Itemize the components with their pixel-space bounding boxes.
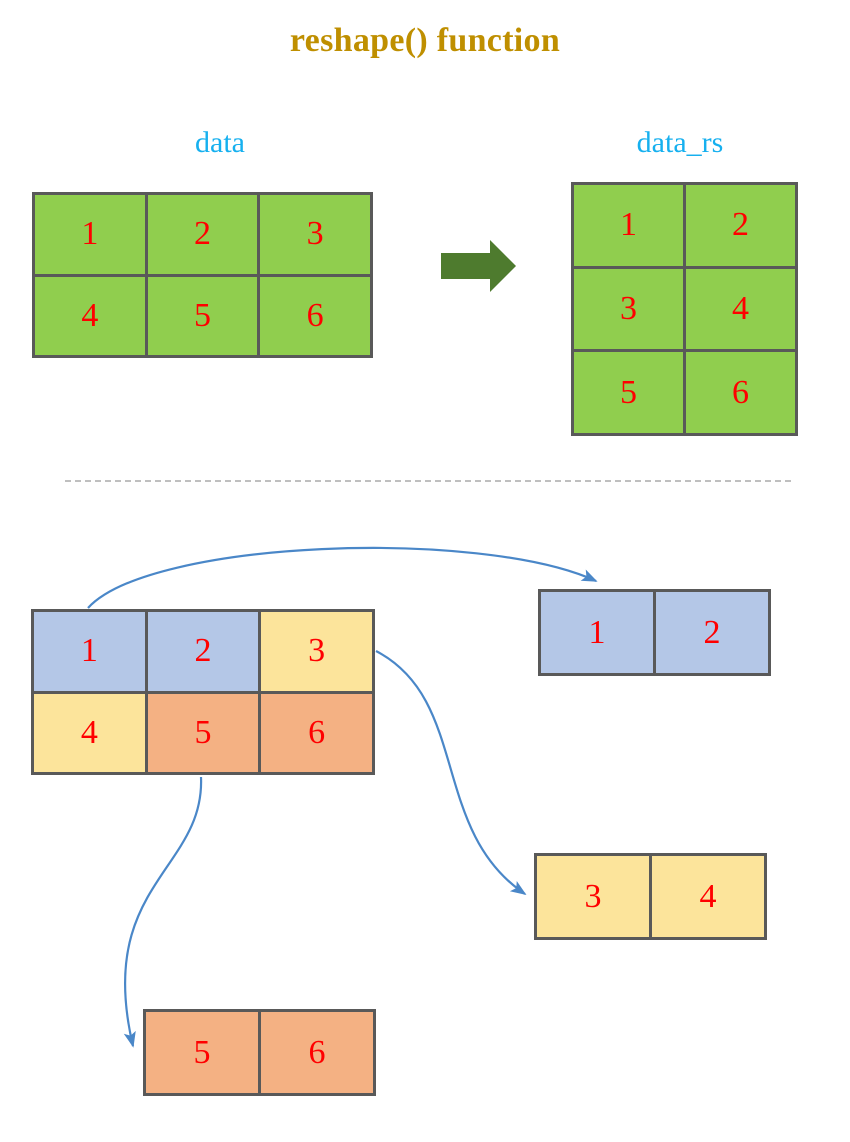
grid-cell: 1 bbox=[574, 185, 686, 269]
grid-cell: 3 bbox=[574, 268, 686, 353]
curved-arrow-to-blue-row bbox=[87, 546, 598, 609]
grid-cell: 5 bbox=[574, 352, 686, 436]
grid-cell: 5 bbox=[147, 693, 262, 775]
grid-cell: 1 bbox=[34, 612, 148, 694]
curved-arrow-to-orange-row bbox=[123, 776, 203, 1048]
page-title: reshape() function bbox=[289, 22, 561, 59]
grid-source-colored: 1 2 3 4 5 6 bbox=[31, 609, 375, 775]
grid-cell: 6 bbox=[261, 693, 375, 775]
curved-arrow-to-yellow-row bbox=[375, 650, 527, 895]
grid-cell: 4 bbox=[686, 268, 798, 353]
output-row-yellow: 3 4 bbox=[534, 853, 767, 940]
grid-cell: 2 bbox=[147, 195, 261, 277]
grid-cell: 2 bbox=[656, 592, 771, 676]
label-data-rs: data_rs bbox=[636, 126, 724, 159]
grid-cell: 1 bbox=[541, 592, 656, 676]
grid-data-reshaped: 1 2 3 4 5 6 bbox=[571, 182, 798, 436]
label-data: data bbox=[195, 126, 245, 159]
grid-cell: 2 bbox=[147, 612, 262, 694]
grid-cell: 6 bbox=[260, 276, 373, 358]
grid-cell: 2 bbox=[686, 185, 798, 269]
grid-cell: 4 bbox=[34, 693, 148, 775]
grid-cell: 4 bbox=[652, 856, 767, 940]
block-arrow-right-icon bbox=[441, 240, 516, 292]
section-divider bbox=[65, 480, 791, 482]
grid-cell: 5 bbox=[147, 276, 261, 358]
output-row-orange: 5 6 bbox=[143, 1009, 376, 1096]
output-row-blue: 1 2 bbox=[538, 589, 771, 676]
grid-cell: 3 bbox=[260, 195, 373, 277]
grid-cell: 6 bbox=[686, 352, 798, 436]
grid-cell: 1 bbox=[35, 195, 148, 277]
grid-cell: 3 bbox=[261, 612, 375, 694]
grid-cell: 4 bbox=[35, 276, 148, 358]
grid-cell: 3 bbox=[537, 856, 652, 940]
grid-cell: 6 bbox=[261, 1012, 376, 1096]
grid-data-source: 1 2 3 4 5 6 bbox=[32, 192, 373, 358]
grid-cell: 5 bbox=[146, 1012, 261, 1096]
